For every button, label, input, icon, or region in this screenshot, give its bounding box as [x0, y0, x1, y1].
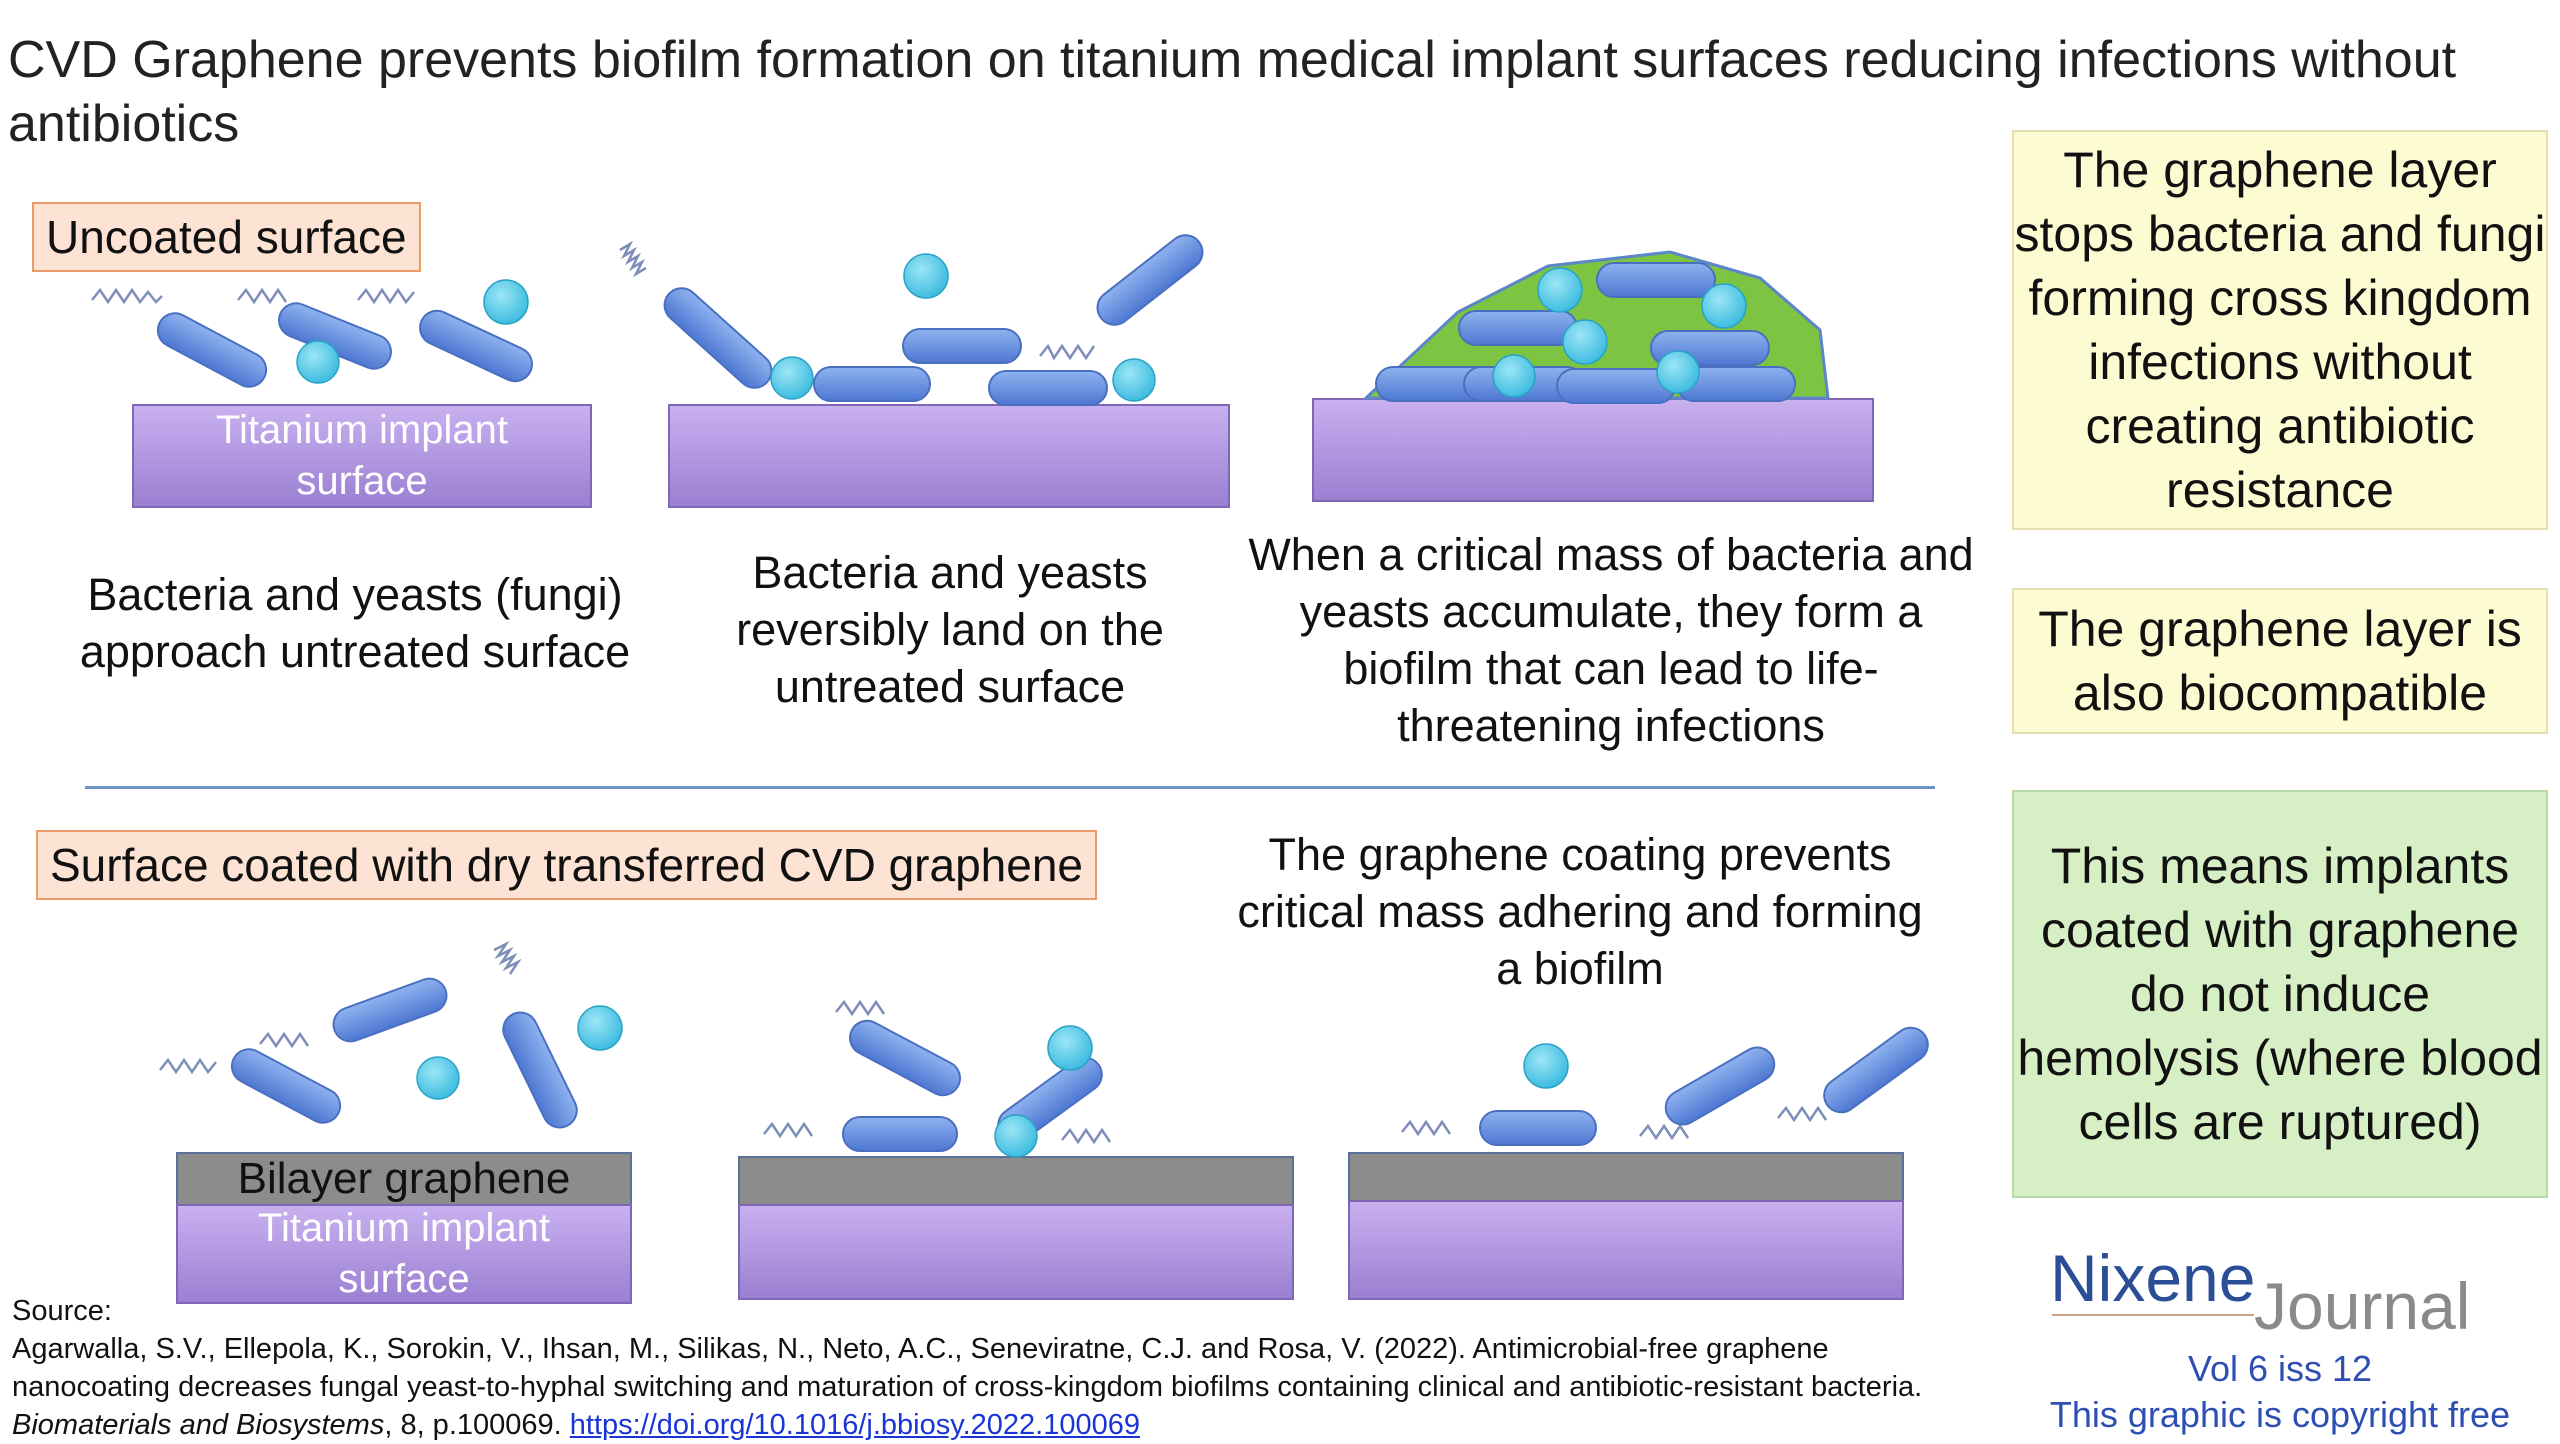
- yeast-cell: [296, 340, 340, 384]
- titanium-surface-label: Titanium implant surface: [216, 408, 508, 503]
- yeast-cell: [416, 1056, 460, 1100]
- issue-info: Vol 6 iss 12 This graphic is copyright f…: [2030, 1346, 2530, 1438]
- flagellum: [1639, 1123, 1690, 1141]
- doi-link[interactable]: https://doi.org/10.1016/j.bbiosy.2022.10…: [569, 1409, 1140, 1441]
- bacterium-rod: [663, 287, 773, 389]
- uncoated-surface-label: Uncoated surface: [32, 202, 421, 272]
- nixene-logo-part1: Nixene: [2050, 1241, 2256, 1315]
- bacterium-rod: [230, 1048, 342, 1124]
- yeast-cell: [1537, 267, 1583, 313]
- bacterium-rod: [1596, 262, 1716, 298]
- bacterium-rod: [902, 328, 1022, 364]
- source-citation: Source: Agarwalla, S.V., Ellepola, K., S…: [12, 1292, 1952, 1444]
- bacterium-rod: [1096, 234, 1204, 326]
- journal-logo-part2: Journal: [2254, 1269, 2471, 1343]
- bacterium-rod: [1823, 1026, 1929, 1114]
- flagellum: [1401, 1119, 1452, 1137]
- flagellum: [763, 1121, 814, 1139]
- yeast-cell: [1523, 1043, 1569, 1089]
- yeast-cell: [1701, 283, 1747, 329]
- yeast-cell: [1112, 358, 1156, 402]
- source-heading: Source:: [12, 1295, 112, 1327]
- yeast-cell: [994, 1114, 1038, 1158]
- flagellum: [237, 287, 288, 305]
- yeast-cell: [903, 253, 949, 299]
- flagellum: [91, 287, 163, 305]
- bacterium-rod: [1664, 1046, 1776, 1126]
- flagellum: [1061, 1127, 1112, 1145]
- side-box-hemolysis-text: This means implants coated with graphene…: [2017, 838, 2543, 1150]
- bacterium-rod: [332, 977, 448, 1043]
- bacterium-rod: [502, 1011, 578, 1129]
- side-box-biocompatible-text: The graphene layer is also biocompatible: [2038, 601, 2522, 721]
- titanium-surface-3: [1312, 398, 1874, 502]
- flagellum: [1777, 1105, 1828, 1123]
- flagellum: [493, 940, 522, 975]
- side-box-hemolysis: This means implants coated with graphene…: [2012, 790, 2548, 1198]
- bacterium-rod: [849, 1019, 961, 1097]
- caption-prevents: The graphene coating prevents critical m…: [1237, 829, 1923, 994]
- logo-underline: [2052, 1314, 2254, 1316]
- source-journal: Biomaterials and Biosystems: [12, 1409, 385, 1441]
- yeast-cell: [483, 279, 529, 325]
- caption-biofilm: When a critical mass of bacteria and yea…: [1248, 529, 1974, 751]
- bilayer-graphene-layer-1: Bilayer graphene: [176, 1152, 632, 1206]
- titanium-surface-6: [1348, 1200, 1904, 1300]
- bacterium-rod: [1458, 310, 1578, 346]
- side-box-resistance: The graphene layer stops bacteria and fu…: [2012, 130, 2548, 530]
- section-divider: [85, 786, 1935, 789]
- yeast-cell: [1047, 1025, 1093, 1071]
- yeast-cell: [770, 356, 814, 400]
- flagellum: [159, 1057, 217, 1075]
- titanium-surface-2: [668, 404, 1230, 508]
- titanium-surface-5: [738, 1204, 1294, 1300]
- yeast-cell: [1656, 350, 1700, 394]
- bacterium-rod: [842, 1116, 958, 1152]
- coated-surface-label: Surface coated with dry transferred CVD …: [36, 830, 1097, 900]
- yeast-cell: [577, 1005, 623, 1051]
- bacterium-rod: [156, 312, 268, 388]
- titanium-surface-1: Titanium implant surface: [132, 404, 592, 508]
- flagellum: [1039, 343, 1096, 361]
- bacterium-rod: [988, 370, 1108, 406]
- titanium-surface-label-2: Titanium implant surface: [258, 1206, 550, 1301]
- side-box-resistance-text: The graphene layer stops bacteria and fu…: [2014, 142, 2546, 518]
- yeast-cell: [1492, 354, 1536, 398]
- issue-label: Vol 6 iss 12: [2187, 1348, 2373, 1389]
- source-volume: , 8, p.100069.: [384, 1409, 562, 1441]
- flagellum: [619, 240, 647, 278]
- caption-approach: Bacteria and yeasts (fungi) approach unt…: [79, 569, 631, 677]
- caption-land: Bacteria and yeasts reversibly land on t…: [736, 547, 1164, 712]
- side-box-biocompatible: The graphene layer is also biocompatible: [2012, 588, 2548, 734]
- titanium-surface-4: Titanium implant surface: [176, 1204, 632, 1304]
- flagellum: [357, 287, 415, 305]
- flagellum: [835, 999, 886, 1017]
- source-text: Agarwalla, S.V., Ellepola, K., Sorokin, …: [12, 1333, 1923, 1403]
- flagellum: [259, 1031, 310, 1049]
- page-title: CVD Graphene prevents biofilm formation …: [8, 31, 2457, 153]
- bacterium-rod: [419, 309, 533, 383]
- yeast-cell: [1562, 319, 1608, 365]
- bacterium-rod: [813, 366, 931, 402]
- copyright-label: This graphic is copyright free: [2049, 1394, 2511, 1435]
- bilayer-graphene-label: Bilayer graphene: [237, 1154, 571, 1203]
- bacterium-rod: [1479, 1110, 1597, 1146]
